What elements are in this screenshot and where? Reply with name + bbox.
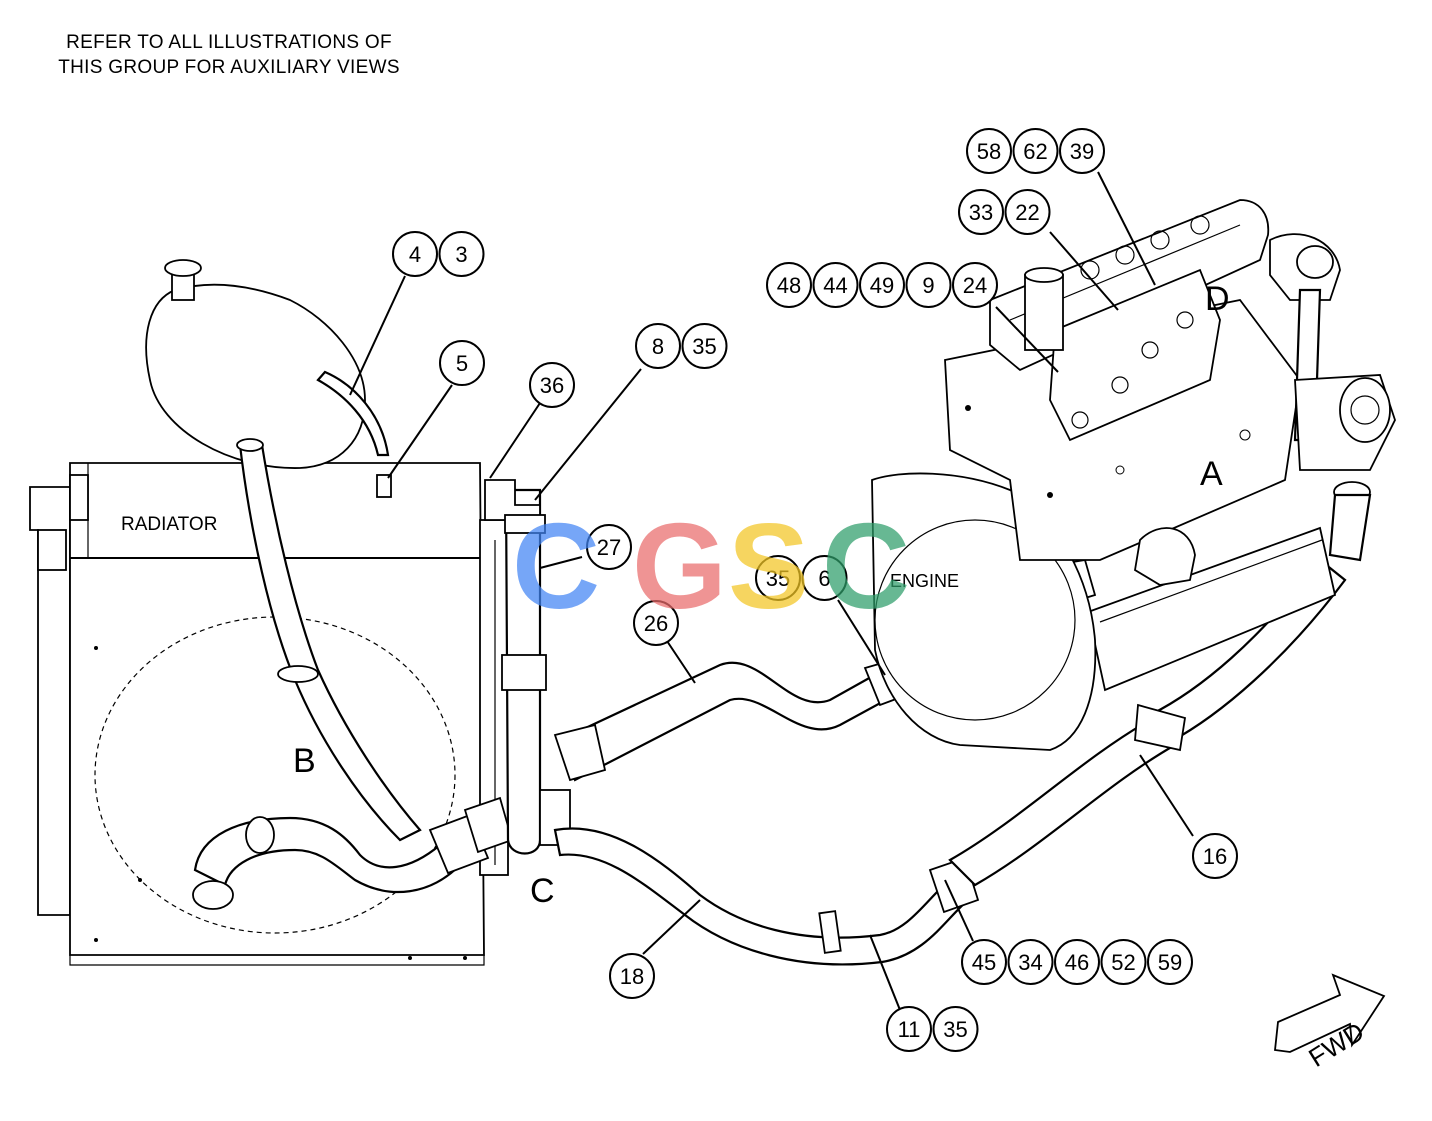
callout-group-16: 16 — [1192, 833, 1238, 879]
callout-group-33-22: 33 22 — [958, 189, 1051, 235]
view-a-label: A — [1200, 455, 1223, 493]
callout-number: 3 — [455, 242, 467, 267]
callout-number: 22 — [1015, 200, 1039, 225]
callout-bubble — [1007, 939, 1054, 985]
callout-number: 24 — [963, 273, 987, 298]
callout-bubble — [1054, 939, 1100, 985]
engine-label: ENGINE — [890, 571, 959, 591]
callout-bubble — [966, 128, 1012, 174]
callout-group-18: 18 — [609, 953, 655, 999]
callout-number: 5 — [456, 351, 468, 376]
leader-lines — [349, 171, 1194, 1011]
callout-number: 27 — [597, 535, 621, 560]
callout-number: 44 — [823, 273, 847, 298]
engine — [871, 199, 1396, 751]
callout-number: 35 — [766, 566, 790, 591]
callout-bubble — [958, 189, 1004, 235]
callout-number: 35 — [692, 334, 716, 359]
callout-bubble — [392, 231, 438, 277]
callout-bubble — [586, 524, 632, 570]
callout-number: 6 — [818, 566, 830, 591]
callout-bubble — [635, 323, 681, 369]
callout-bubble — [1147, 939, 1193, 985]
callout-number: 9 — [922, 273, 934, 298]
callout-bubble — [1012, 128, 1059, 174]
callout-number: 49 — [870, 273, 894, 298]
callout-bubble — [1192, 833, 1238, 879]
callout-group-27: 27 — [586, 524, 632, 570]
callout-number: 62 — [1023, 139, 1047, 164]
callout-bubble — [609, 953, 655, 999]
callout-bubble — [932, 1006, 979, 1052]
callout-number: 35 — [943, 1017, 967, 1042]
watermark-letter: G — [632, 498, 727, 634]
callout-bubble — [766, 262, 812, 308]
callout-bubble — [633, 600, 679, 646]
watermark-letter: S — [728, 498, 810, 634]
callout-number: 52 — [1111, 950, 1135, 975]
callout-number: 11 — [898, 1017, 921, 1042]
callout-bubble — [438, 231, 485, 277]
callout-number: 59 — [1158, 950, 1182, 975]
expansion-tank — [145, 259, 366, 469]
callout-group-48-44-49-9-24: 48 44 49 9 24 — [766, 262, 998, 308]
callout-bubble — [886, 1006, 932, 1052]
reference-note: REFER TO ALL ILLUSTRATIONS OF THIS GROUP… — [24, 30, 434, 80]
callout-group-26: 26 — [633, 600, 679, 646]
callout-group-36: 36 — [529, 362, 575, 408]
callout-group-5: 5 — [439, 340, 485, 386]
callout-group-8-35: 8 35 — [635, 323, 728, 369]
callout-bubble — [801, 555, 848, 601]
watermark-letter: C — [512, 498, 601, 634]
callout-bubble — [755, 555, 801, 601]
view-c-label: C — [530, 872, 555, 910]
callout-number: 26 — [644, 611, 668, 636]
callout-bubble — [439, 340, 485, 386]
callout-number: 8 — [652, 334, 664, 359]
callout-number: 18 — [620, 964, 644, 989]
callout-bubble — [859, 262, 905, 308]
callout-group-45-34-46-52-59: 45 34 46 52 59 — [961, 939, 1193, 985]
callout-number: 16 — [1203, 844, 1227, 869]
callout-bubble — [1059, 128, 1105, 174]
callout-bubble — [961, 939, 1007, 985]
callout-number: 48 — [777, 273, 801, 298]
callout-number: 58 — [977, 139, 1001, 164]
callout-group-35-6: 35 6 — [755, 555, 848, 601]
callout-bubble — [812, 262, 859, 308]
radiator-label: RADIATOR — [121, 514, 217, 535]
callout-group-58-62-39: 58 62 39 — [966, 128, 1105, 174]
callout-number: 4 — [409, 242, 421, 267]
callout-number: 39 — [1070, 139, 1094, 164]
callout-bubble — [681, 323, 728, 369]
callout-group-11-35: 11 35 — [886, 1006, 979, 1052]
reference-note-line-2: THIS GROUP FOR AUXILIARY VIEWS — [58, 57, 400, 78]
callout-number: 45 — [972, 950, 996, 975]
reference-note-line-1: REFER TO ALL ILLUSTRATIONS OF — [66, 32, 392, 53]
callout-number: 34 — [1018, 950, 1042, 975]
callout-bubble — [1100, 939, 1147, 985]
callout-number: 36 — [540, 373, 564, 398]
watermark-letter: C — [822, 498, 911, 634]
callout-bubble — [952, 262, 998, 308]
callout-number: 33 — [969, 200, 993, 225]
callout-bubble — [905, 262, 952, 308]
view-d-label: D — [1205, 280, 1230, 318]
fwd-arrow: FWD — [1274, 973, 1386, 1073]
callout-bubble — [529, 362, 575, 408]
view-b-label: B — [293, 742, 316, 780]
callout-bubble — [1004, 189, 1051, 235]
callout-number: 46 — [1065, 950, 1089, 975]
